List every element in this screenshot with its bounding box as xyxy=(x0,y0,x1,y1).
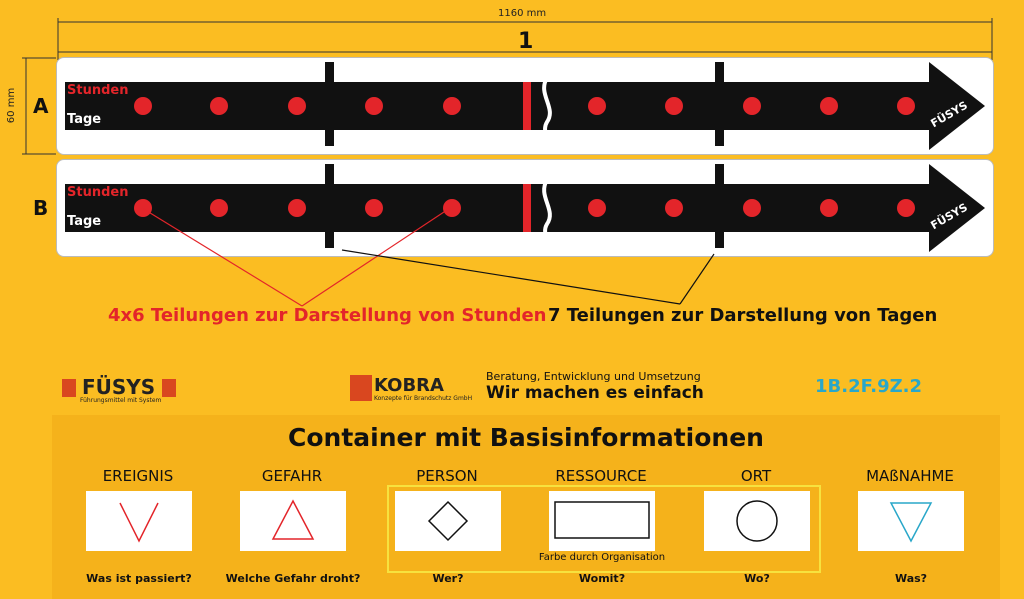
category-box-ort xyxy=(704,491,810,551)
kobra-logo: KOBRA Konzepte für Brandschutz GmbH xyxy=(350,373,472,405)
fusys-logo: FÜSYS Führungsmittel mit System xyxy=(62,375,176,405)
category-box-ressource xyxy=(549,491,655,551)
category-question-gefahr: Welche Gefahr droht? xyxy=(225,572,361,585)
slogan-bottom: Wir machen es einfach xyxy=(486,383,704,403)
category-box-person xyxy=(395,491,501,551)
dimension-lines xyxy=(22,18,993,155)
category-title-massnahme: MAßNAHME xyxy=(866,467,954,485)
category-box-massnahme xyxy=(858,491,964,551)
organisation-frame xyxy=(387,485,821,573)
category-title-gefahr: GEFAHR xyxy=(261,467,323,485)
category-title-person: PERSON xyxy=(416,467,478,485)
segment-number: 1 xyxy=(518,29,534,54)
hours-annotation: 4x6 Teilungen zur Darstellung von Stunde… xyxy=(108,305,547,326)
kobra-logo-tagline: Konzepte für Brandschutz GmbH xyxy=(374,395,473,402)
category-question-ressource: Womit? xyxy=(578,572,626,585)
triangle-icon xyxy=(271,499,315,540)
row-letter-a: A xyxy=(33,94,49,118)
row-letter-b: B xyxy=(33,196,49,220)
days-annotation: 7 Teilungen zur Darstellung von Tagen xyxy=(548,305,938,326)
fusys-logo-tagline: Führungsmittel mit System xyxy=(80,397,162,404)
tage-label-b: Tage xyxy=(67,214,102,229)
document-code: 1B.2F.9Z.2 xyxy=(815,376,923,397)
stunden-label-b: Stunden xyxy=(67,185,129,200)
kobra-logo-name: KOBRA xyxy=(374,375,444,396)
diamond-icon xyxy=(427,500,469,542)
v-shape-icon xyxy=(119,502,159,543)
circle-icon xyxy=(736,500,778,542)
fusys-logo-name: FÜSYS xyxy=(82,375,156,399)
timeline-strip-b: Stunden Tage FÜSYS xyxy=(56,159,994,257)
category-question-ort: Wo? xyxy=(744,572,770,585)
inverted-triangle-icon xyxy=(889,502,933,543)
category-title-ort: ORT xyxy=(740,467,772,485)
width-dimension-label: 1160 mm xyxy=(498,8,547,19)
rectangle-icon xyxy=(554,501,650,539)
stunden-label-a: Stunden xyxy=(67,83,129,98)
container-title: Container mit Basisinformationen xyxy=(288,423,764,452)
category-question-massnahme: Was? xyxy=(894,572,928,585)
organisation-note: Farbe durch Organisation xyxy=(538,552,666,563)
category-question-ereignis: Was ist passiert? xyxy=(86,572,192,585)
timeline-strip-a: Stunden Tage FÜSYS xyxy=(56,57,994,155)
slogan-top: Beratung, Entwicklung und Umsetzung xyxy=(486,370,701,383)
timeline-arrow-a xyxy=(65,62,985,150)
tage-label-a: Tage xyxy=(67,112,102,127)
category-title-ereignis: EREIGNIS xyxy=(102,467,174,485)
container-panel: Container mit Basisinformationen Farbe d… xyxy=(52,415,1000,599)
category-question-person: Wer? xyxy=(432,572,464,585)
callout-lines xyxy=(141,207,715,307)
category-box-gefahr xyxy=(240,491,346,551)
timeline-arrow-b xyxy=(65,164,985,252)
category-box-ereignis xyxy=(86,491,192,551)
category-title-ressource: RESSOURCE xyxy=(555,467,647,485)
